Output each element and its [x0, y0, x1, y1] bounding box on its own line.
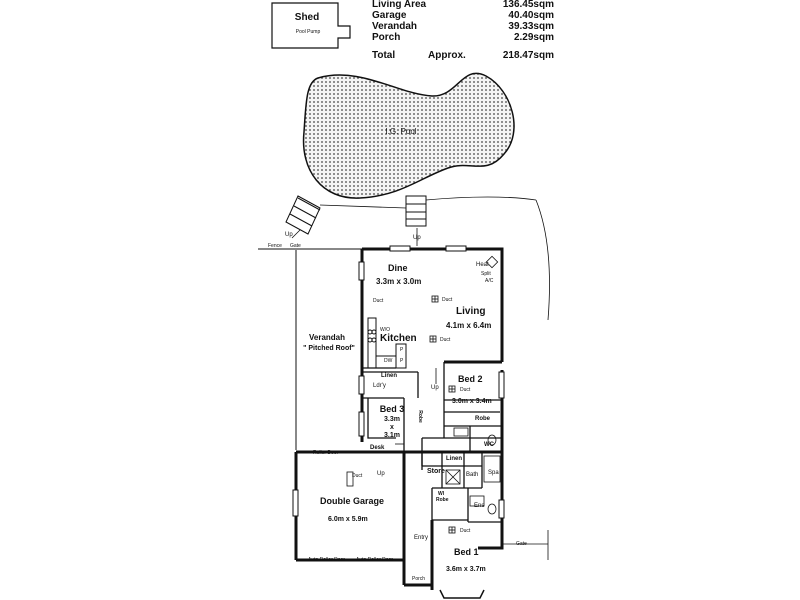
shed-label: Shed: [294, 12, 320, 23]
dine-dims: 3.3m x 3.0m: [376, 277, 422, 286]
wo-label: W/O: [380, 327, 390, 333]
pool-shape: [302, 72, 515, 199]
robe-bed2-label: Robe: [475, 416, 490, 422]
area-value: 136.45sqm: [502, 0, 554, 10]
desk-label: Desk: [370, 445, 385, 451]
area-value: 40.40sqm: [508, 10, 554, 21]
bed1-dims: 3.6m x 3.7m: [446, 566, 486, 573]
total-value: 218.47sqm: [502, 50, 554, 61]
up-center-label: Up: [413, 235, 421, 241]
living-dims: 4.1m x 6.4m: [446, 321, 492, 330]
robe-bed3-label: Robe: [416, 410, 423, 423]
auto-roller-door-label: Auto Roller Door: [356, 557, 393, 563]
double-garage-dims: 6.0m x 5.9m: [328, 516, 368, 523]
heat-label: Heat: [476, 262, 489, 268]
area-name: Living Area: [372, 0, 427, 10]
area-name: Garage: [372, 10, 407, 21]
bed2-dims: 3.0m x 3.4m: [452, 398, 492, 405]
area-name: Porch: [372, 32, 401, 43]
up-hall-label: Up: [431, 385, 439, 391]
duct-label: Duct: [373, 298, 384, 304]
living-label: Living: [456, 306, 486, 317]
area-name: Verandah: [372, 21, 418, 32]
fence-label: Fence: [268, 243, 282, 249]
pantry-label: P: [400, 347, 404, 353]
bed1-label: Bed 1: [454, 547, 479, 557]
bath-label: Bath: [466, 472, 479, 478]
double-garage-label: Double Garage: [320, 496, 385, 506]
kitchen-label: Kitchen: [380, 333, 417, 344]
duct-label: Duct: [440, 337, 451, 343]
gate-top-label: Gate: [290, 243, 301, 249]
total-name: Total: [372, 50, 396, 61]
up-garage-label: Up: [377, 471, 385, 477]
spa-label: Spa: [488, 470, 499, 476]
shed-outline: [271, 2, 351, 49]
pool-pump-label: Pool Pump: [295, 29, 321, 35]
roller-door-label: Roller Door: [313, 450, 339, 456]
duct-label: Duct: [442, 297, 453, 303]
auto-roller-door-label: Auto Roller Door: [308, 557, 345, 563]
steps-left: [285, 195, 321, 235]
split-label: Split: [481, 271, 491, 277]
ac-label: A/C: [485, 278, 494, 284]
area-value: 2.29sqm: [513, 32, 554, 43]
duct-label: Duct: [460, 387, 471, 393]
area-value: 39.33sqm: [508, 21, 554, 32]
wc-label: WC: [484, 442, 494, 448]
bed3-dim-x: x: [390, 424, 394, 431]
pool-label: I.G. Pool: [385, 127, 417, 136]
pantry-label: P: [400, 358, 404, 364]
linen2-label: Linen: [446, 456, 462, 462]
store-label: Store: [427, 468, 445, 475]
total-approx: Approx.: [428, 50, 466, 61]
porch-label: Porch: [412, 576, 426, 582]
wi-robe-label: Robe: [436, 497, 449, 503]
gate-right-label: Gate: [516, 541, 527, 547]
up-left-label: Up: [285, 232, 293, 238]
verandah-note: " Pitched Roof": [303, 345, 355, 352]
bed3-dim-a: 3.3m: [384, 416, 400, 423]
bed3-label: Bed 3: [379, 404, 405, 414]
bed2-label: Bed 2: [458, 374, 483, 384]
entry-label: Entry: [414, 535, 429, 541]
bed3-dim-b: 3.1m: [384, 432, 400, 439]
steps-center: [405, 195, 427, 227]
laundry-label: Ldr'y: [373, 383, 386, 389]
dine-label: Dine: [388, 263, 408, 273]
dw-label: DW: [384, 358, 393, 364]
wi-label: WI: [438, 491, 445, 497]
duct-label: Duct: [352, 473, 363, 479]
duct-label: Duct: [460, 528, 471, 534]
verandah-label: Verandah: [308, 333, 346, 342]
linen-label: Linen: [381, 373, 397, 379]
ens-label: Ens: [474, 503, 485, 509]
